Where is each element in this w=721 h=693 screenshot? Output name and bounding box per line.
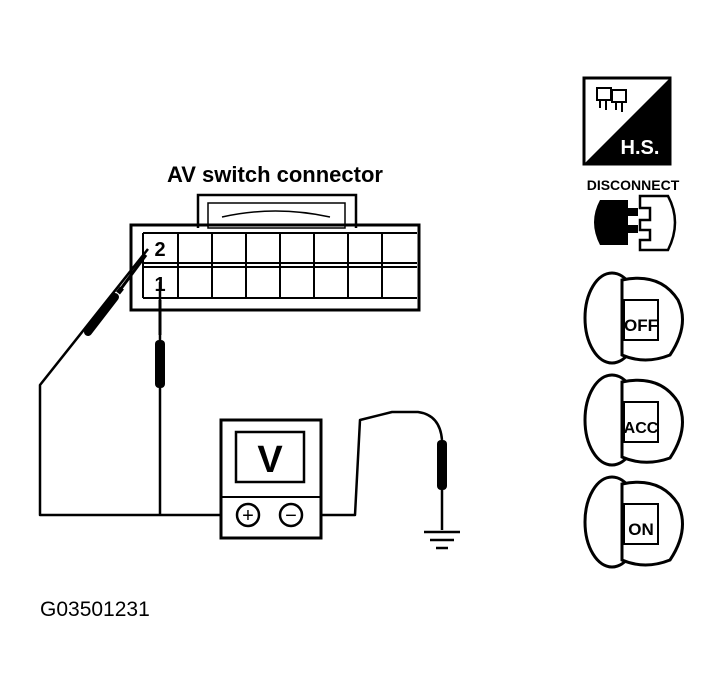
- probe-pin-2: [84, 254, 148, 336]
- plus-symbol: +: [242, 505, 254, 527]
- probe-pin-1: [155, 300, 165, 388]
- av-switch-connector: [129, 193, 421, 312]
- minus-symbol: −: [285, 505, 297, 527]
- figure-code: G03501231: [40, 598, 150, 621]
- ignition-acc-icon: [583, 373, 684, 467]
- ignition-on-icon: [583, 475, 684, 569]
- connector-title: AV switch connector: [167, 162, 383, 187]
- disconnect-label: DISCONNECT: [587, 177, 680, 193]
- voltmeter: [219, 418, 323, 540]
- ignition-off-icon: [583, 271, 684, 365]
- harness-side-icon: [582, 76, 672, 166]
- ground-symbol: [424, 530, 460, 550]
- probe-ground: [437, 440, 447, 530]
- on-label: ON: [628, 520, 654, 539]
- voltmeter-symbol: V: [257, 439, 283, 481]
- disconnect-icon: [594, 194, 677, 252]
- pin-2-label: 2: [154, 239, 165, 261]
- acc-label: ACC: [624, 420, 659, 437]
- negative-terminal: [278, 502, 304, 528]
- hs-label: H.S.: [621, 137, 660, 159]
- off-label: OFF: [624, 316, 658, 335]
- positive-terminal: [235, 502, 261, 528]
